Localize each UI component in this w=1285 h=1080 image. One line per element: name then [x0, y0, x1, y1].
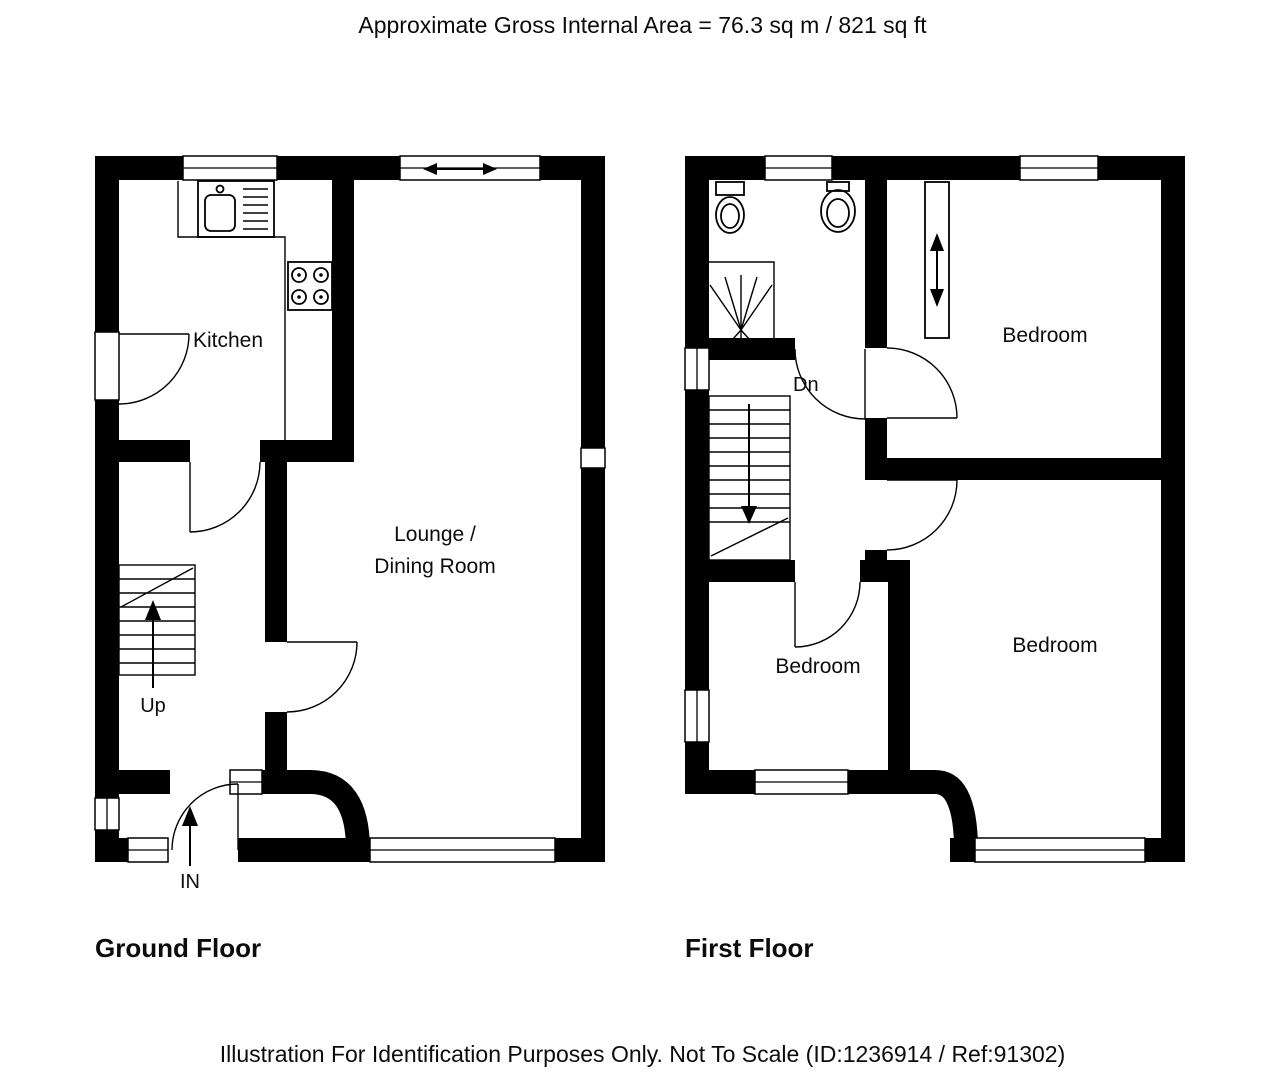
gf-right-wall-break: [580, 447, 606, 469]
gf-kitchen-fixtures: [177, 180, 333, 440]
ground-floor-title: Ground Floor: [95, 933, 261, 963]
gf-kitchen-door: [189, 461, 261, 533]
ff-bay-window: [974, 837, 1146, 863]
up-arrow-icon: [145, 600, 161, 688]
lounge-label-line1: Lounge /: [394, 523, 476, 546]
ff-doors: [794, 347, 958, 648]
dn-label: Dn: [793, 374, 819, 396]
ff-bathroom-door: [794, 348, 866, 420]
ff-windows: [684, 155, 1146, 863]
in-label: IN: [180, 871, 200, 893]
gf-windows: [94, 155, 606, 863]
kitchen-hob: [287, 261, 333, 311]
ff-bathroom-window: [764, 155, 833, 181]
ground-floor-plan: Kitchen Lounge / Dining Room Up IN Groun…: [94, 155, 606, 963]
entrance-arrow-icon: [182, 806, 198, 866]
gf-bay-window: [369, 837, 556, 863]
first-floor-title: First Floor: [685, 933, 814, 963]
gf-porch-window-bottom: [127, 837, 169, 863]
bedroom-bottom-right-label: Bedroom: [1012, 634, 1097, 657]
lounge-label-line2: Dining Room: [374, 555, 495, 578]
disclaimer: Illustration For Identification Purposes…: [219, 1041, 1066, 1067]
ff-left-bedroom-window: [754, 769, 849, 795]
gf-hall-window: [229, 769, 263, 795]
ff-bedroom-bottom-left-door: [794, 581, 861, 648]
gf-patio-opening: [399, 155, 541, 181]
bedroom-bottom-left-label: Bedroom: [775, 655, 860, 678]
ff-bedroom-bottom-right-door: [886, 479, 958, 551]
gf-doors: [118, 333, 358, 851]
first-floor-plan: Bedroom Bedroom Bedroom Dn First Floor: [684, 155, 1185, 963]
bedroom-top-label: Bedroom: [1002, 324, 1087, 347]
gf-bay-curve-wall: [309, 770, 370, 851]
ff-walls: [685, 156, 1185, 862]
gf-stairs: [118, 564, 196, 688]
kitchen-sink: [197, 180, 275, 238]
kitchen-counter: [177, 181, 286, 440]
up-label: Up: [140, 695, 166, 717]
gf-side-door-opening: [94, 331, 120, 401]
down-arrow-icon: [741, 404, 757, 524]
gf-entrance-door: [171, 783, 239, 851]
gf-porch-window-left: [94, 797, 120, 831]
ff-bedroom-top-window: [1019, 155, 1099, 181]
kitchen-label: Kitchen: [193, 329, 263, 352]
double-arrow-icon: [930, 233, 944, 307]
area-title: Approximate Gross Internal Area = 76.3 s…: [358, 12, 927, 38]
shower: [709, 261, 775, 341]
basin: [820, 181, 856, 233]
gf-kitchen-window: [182, 155, 278, 181]
gf-lounge-door: [286, 641, 358, 713]
gf-side-door: [118, 333, 190, 405]
ff-landing-window: [684, 347, 710, 391]
ff-wardrobe: [924, 181, 950, 339]
ff-bay-curve-wall: [933, 770, 978, 851]
ff-bathroom-fixtures: [709, 181, 856, 341]
ff-bedroom-top-door: [886, 347, 958, 419]
ff-left-bedroom-side-window: [684, 689, 710, 743]
toilet: [715, 181, 745, 234]
gf-walls: [95, 156, 605, 862]
ff-stairs: [708, 395, 791, 561]
sliding-door-arrow-icon: [423, 163, 497, 175]
